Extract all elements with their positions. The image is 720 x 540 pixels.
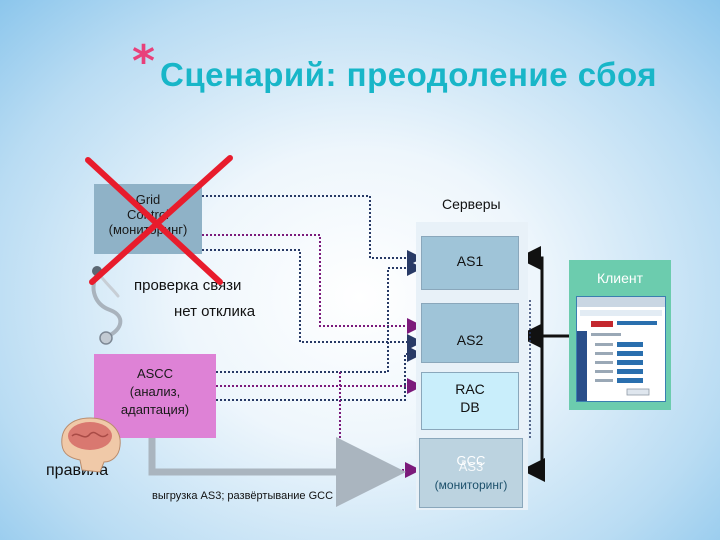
as2-server: AS2 [421, 303, 519, 363]
grid-control-line-1: Grid [135, 192, 161, 207]
gcc-box: GCC AS3 (мониторинг) [419, 438, 523, 508]
grid-to-as1-link [202, 195, 423, 266]
ascc-line-2: (анализ, [129, 384, 181, 399]
client-screenshot-graphic [577, 297, 665, 401]
rac-db-line-1: RAC [455, 381, 485, 397]
slide-title: Сценарий: преодоление сбоя [160, 56, 657, 93]
gcc-title: GCC [456, 453, 486, 468]
rac-db-box: RAC DB [421, 372, 519, 430]
as1-server: AS1 [421, 236, 519, 290]
upload-arrow [148, 437, 406, 507]
ascc-to-as1-link [216, 260, 423, 373]
servers-label: Серверы [442, 196, 501, 212]
grid-to-as2-link [202, 249, 423, 350]
grid-control-box: Grid Control (мониторинг) [94, 184, 202, 254]
client-to-as1-connection [517, 246, 569, 338]
upload-label: выгрузка AS3; развёртывание GCC [152, 490, 334, 502]
client-label: Клиент [596, 270, 644, 286]
ascc-line-3: адаптация) [120, 402, 190, 417]
ascc-line-1: ASCC [136, 366, 174, 381]
ascc-to-as2-link [216, 346, 423, 401]
ascc-to-gcc-link [339, 372, 421, 478]
no-response-label: нет отклика [174, 303, 256, 320]
client-screenshot-icon [576, 296, 666, 402]
rac-db-line-2: DB [460, 399, 480, 415]
ping-label: проверка связи [134, 277, 242, 294]
client-to-gcc-connection [521, 336, 545, 482]
ascc-box: ASCC (анализ, адаптация) [94, 354, 216, 438]
gcc-overlap-label: AS3 [458, 459, 484, 474]
grid-control-line-2: Control [127, 207, 169, 222]
grid-control-line-3: (мониторинг) [108, 222, 188, 237]
gcc-subtitle: (мониторинг) [434, 478, 508, 492]
title-bullet: * [132, 36, 156, 87]
rules-label: правила [46, 462, 109, 479]
